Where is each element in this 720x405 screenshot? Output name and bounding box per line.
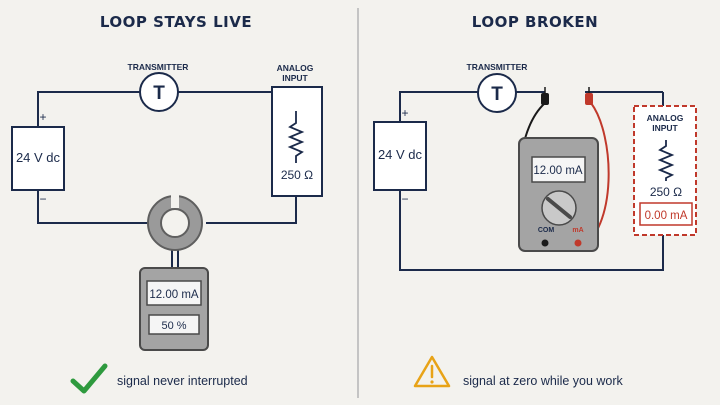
warning-icon: [413, 355, 451, 388]
right-loop-wires: [399, 91, 664, 271]
right-supply-minus: −: [401, 192, 408, 206]
left-analog-input: ANALOG INPUT 250 Ω: [271, 63, 323, 197]
ma-jack-label: mA: [572, 227, 583, 234]
left-caption: signal never interrupted: [117, 374, 248, 388]
right-transmitter-symbol: T: [491, 84, 503, 105]
clamp-meter: 12.00 mA 50 %: [139, 194, 209, 351]
left-supply-plus: +: [39, 110, 46, 124]
left-panel-title: LOOP STAYS LIVE: [100, 13, 252, 31]
left-resistor-value: 250 Ω: [281, 168, 313, 182]
right-supply-label: 24 V dc: [378, 147, 423, 162]
red-probe-icon: [585, 87, 593, 105]
black-probe-icon: [541, 87, 549, 105]
clamp-meter-percent: 50 %: [161, 320, 186, 332]
right-input-label-line1: ANALOG: [647, 113, 684, 123]
multimeter-reading: 12.00 mA: [533, 165, 583, 177]
right-panel: LOOP BROKEN 24 V dc + − TRANSMITTER T AN…: [373, 13, 697, 388]
right-supply-plus: +: [401, 106, 408, 120]
left-input-label-line2: INPUT: [282, 73, 308, 83]
right-resistor-icon: [657, 140, 675, 181]
right-transmitter-circle: [477, 73, 517, 113]
right-input-label-line2: INPUT: [652, 123, 678, 133]
right-power-supply: 24 V dc + −: [373, 106, 427, 206]
left-input-label-line1: ANALOG: [277, 63, 314, 73]
left-transmitter: TRANSMITTER T: [128, 62, 189, 112]
rotary-dial-icon: [541, 190, 577, 226]
right-input-reading: 0.00 mA: [645, 210, 688, 222]
left-transmitter-circle: [139, 72, 179, 112]
right-resistor-value: 250 Ω: [650, 185, 682, 199]
clamp-jaw-gap: [171, 194, 179, 208]
right-transmitter: TRANSMITTER T: [467, 62, 528, 113]
checkmark-icon: [70, 363, 108, 394]
left-panel: LOOP STAYS LIVE 24 V dc + − TRANSMITTER …: [11, 13, 323, 394]
left-supply-label: 24 V dc: [16, 150, 61, 165]
left-transmitter-symbol: T: [153, 83, 165, 104]
clamp-meter-reading: 12.00 mA: [149, 289, 199, 301]
ma-jack: [574, 239, 582, 247]
right-transmitter-label: TRANSMITTER: [467, 62, 528, 72]
left-power-supply: 24 V dc + −: [11, 110, 65, 206]
clamp-jaw-icon: [146, 195, 204, 251]
right-panel-title: LOOP BROKEN: [472, 13, 598, 31]
multimeter: 12.00 mA COM mA: [518, 137, 599, 252]
left-transmitter-label: TRANSMITTER: [128, 62, 189, 72]
com-jack: [541, 239, 549, 247]
right-analog-input: ANALOG INPUT 250 Ω 0.00 mA: [633, 105, 697, 236]
right-caption: signal at zero while you work: [463, 374, 624, 388]
left-resistor-icon: [287, 111, 305, 163]
com-jack-label: COM: [538, 227, 555, 234]
left-supply-minus: −: [39, 192, 46, 206]
